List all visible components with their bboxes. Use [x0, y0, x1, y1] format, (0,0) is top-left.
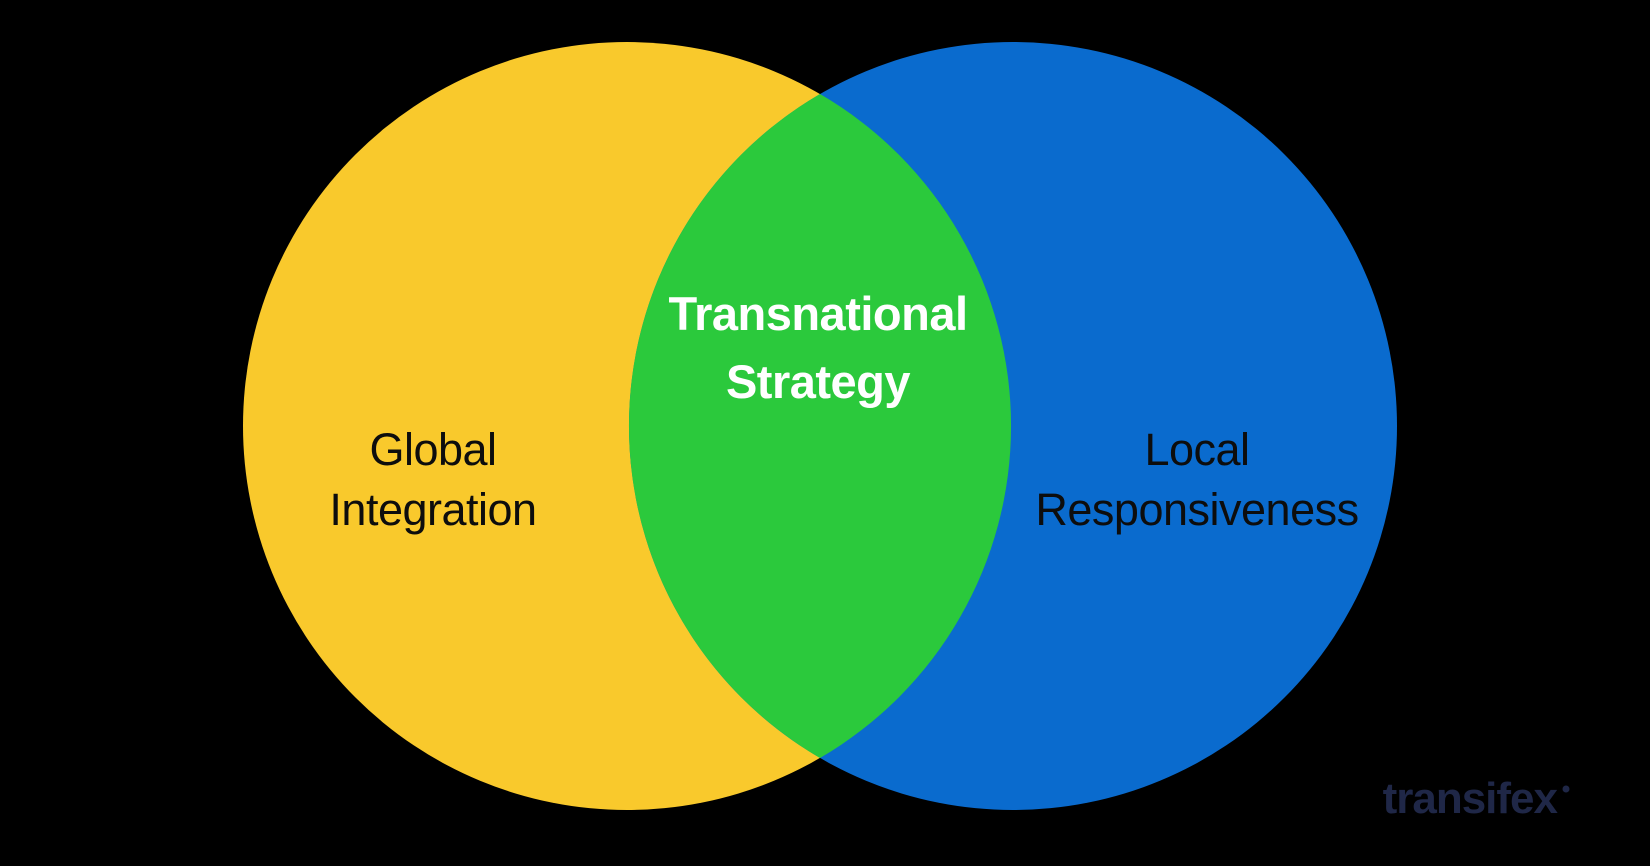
global-integration-label-line2: Integration: [329, 484, 536, 535]
overlap-lens: [628, 94, 1012, 758]
local-responsiveness-label-line1: Local: [1144, 424, 1249, 475]
transnational-strategy-label-line1: Transnational: [668, 287, 967, 340]
transifex-logo: transifex: [1383, 774, 1559, 823]
global-integration-label-line1: Global: [369, 424, 496, 475]
local-responsiveness-label-line2: Responsiveness: [1035, 484, 1358, 535]
transnational-strategy-label-line2: Strategy: [726, 355, 910, 408]
transifex-trademark-dot-icon: [1562, 785, 1570, 793]
